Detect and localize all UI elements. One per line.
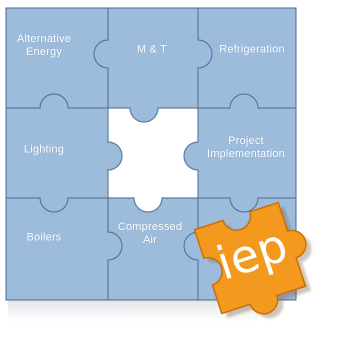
piece-label-refrigeration: Refrigeration (219, 43, 285, 56)
featured-piece (193, 201, 307, 315)
piece-label-m-and-t: M & T (136, 43, 168, 56)
piece-label-project-implementation: Project Implementation (206, 135, 286, 160)
piece-label-boilers: Boilers (26, 231, 62, 244)
piece-label-compressed-air: Compressed Air (117, 221, 183, 246)
missing-piece-gap (107, 107, 199, 213)
piece-label-alternative-energy: Alternative Energy (16, 33, 72, 58)
piece-cut-lines (5, 7, 297, 301)
piece-label-lighting: Lighting (23, 143, 65, 156)
